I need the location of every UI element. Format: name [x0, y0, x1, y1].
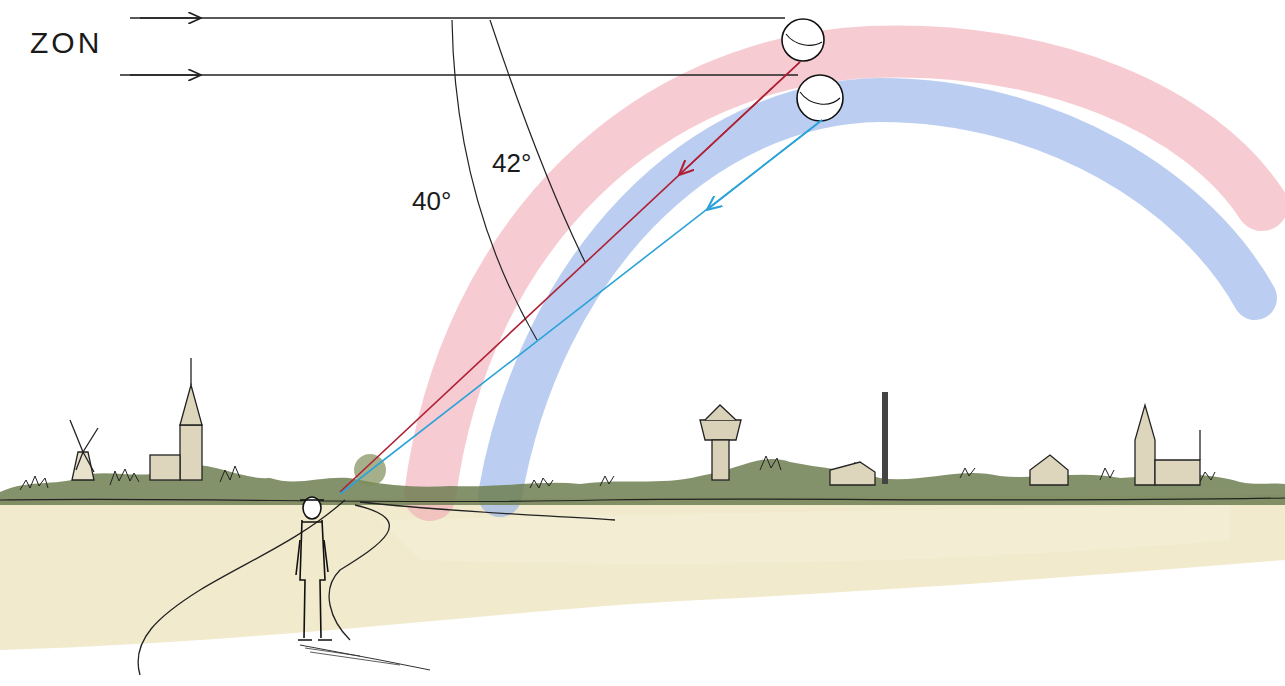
raindrop: [797, 75, 843, 121]
red-ray: [340, 62, 800, 492]
raindrop: [782, 19, 824, 61]
chimney: [882, 392, 888, 484]
water-tower: [700, 405, 741, 480]
angle-label: 40°: [412, 188, 451, 214]
blue-ray: [340, 120, 822, 494]
red-ray-arrow: [680, 62, 800, 174]
ground: [0, 495, 1285, 650]
red-band: [430, 51, 1262, 495]
observer: [296, 497, 430, 670]
blue-ray-arrow: [708, 120, 822, 209]
angle-arc: [452, 20, 537, 340]
windmill: [70, 420, 98, 480]
sun-ray-arrow: [130, 74, 200, 75]
sun-label: ZON: [30, 28, 102, 58]
horizon-line: [0, 498, 1285, 502]
sun-ray: [130, 17, 785, 18]
angle-arc: [490, 20, 585, 262]
houses: [830, 405, 1200, 485]
footpath: [138, 500, 615, 675]
blue-band: [500, 100, 1255, 495]
church-tower: [150, 358, 202, 480]
angle-label: 42°: [492, 150, 531, 176]
sun-ray: [120, 74, 798, 75]
sun-ray-arrow: [140, 17, 200, 18]
